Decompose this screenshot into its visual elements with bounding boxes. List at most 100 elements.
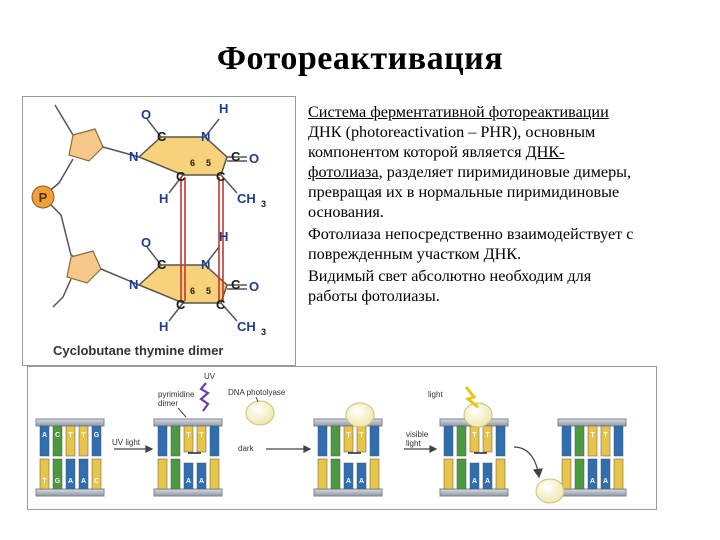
base-top [196,425,207,453]
atom-n1-top: N [201,129,210,144]
atom-n3-top: N [129,149,138,164]
atom-h-top: H [219,101,228,116]
structure-svg: P O [31,101,266,358]
base-top [587,425,598,457]
subscript-3-bottom: 3 [261,327,266,337]
base-top [356,425,367,453]
base-bottom [39,458,50,490]
atom-h2-top: H [159,191,168,206]
base-bottom [343,462,354,490]
base-letter-bottom: A [485,478,490,485]
base-top [170,425,181,457]
dna-backbone-bottom [35,488,105,497]
dna-backbone-bottom [153,488,223,497]
photolyase-active-icon [463,402,493,428]
base-top [78,425,89,457]
base-bottom [469,462,480,490]
base-bottom [183,462,194,490]
base-letter-bottom: A [199,478,204,485]
base-bottom [561,458,572,490]
photolyase-pointer-icon [255,396,259,403]
base-top [456,425,467,457]
atom-oeq-top: O [249,151,259,166]
label-uv-light: UV light [112,438,141,447]
base-bottom [209,458,220,490]
base-letter-top: T [68,432,73,439]
p1-line3-pre: компонентом которой является [308,143,526,161]
base-letter-bottom: A [359,478,364,485]
dimer-pointer-icon [177,407,187,418]
p2-line2: поврежденным участком ДНК. [308,245,522,263]
atom-o-bottom: O [141,235,151,250]
base-letter-top: T [186,432,191,439]
atom-n1-bottom: N [201,257,210,272]
description-text: Система ферментативной фотореактивации Д… [308,102,720,308]
p1-line4-post: , разделяет пиримидиновые димеры, [378,163,632,181]
base-letter-top: T [485,432,490,439]
base-top [91,425,102,457]
base-bottom [317,458,328,490]
paragraph-1: Система ферментативной фотореактивации Д… [308,102,720,222]
label-uv: UV [204,372,216,381]
atom-n3-bottom: N [129,277,138,292]
base-letter-top: T [346,432,351,439]
base-top [317,425,328,457]
dna-backbone-top [35,418,105,427]
p1-line5: превращая их в нормальные пиримидиновые [308,183,620,201]
base-bottom [157,458,168,490]
atom-o-top: O [141,107,151,122]
base-bottom [52,458,63,490]
base-letter-bottom: A [68,478,73,485]
base-top [482,425,493,453]
label-pyrimidine: pyrimidine [158,390,195,399]
base-top [495,425,506,457]
base-letter-bottom: G [55,478,61,485]
base-top [600,425,611,457]
base-letter-top: T [199,432,204,439]
dna-ladder: T A T A [153,418,223,497]
base-bottom [574,458,585,490]
p2-line1: Фотолиаза непосредственно взаимодействуе… [308,225,634,243]
base-bottom [482,462,493,490]
p3-line1: Видимый свет абсолютно необходим для [308,267,592,285]
p3-line2: работы фотолиазы. [308,287,440,305]
atom-c5-top: C [176,169,186,184]
atom-c1-top: C [157,129,167,144]
base-top [443,425,454,457]
atom-c6-bottom: C [216,297,226,312]
base-top [613,425,624,457]
atom-ch-bottom: CH [237,319,256,334]
photolyase-released-icon [535,478,565,504]
label-visible: visible [406,430,429,439]
base-letter-bottom: A [346,478,351,485]
base-letter-top: T [603,432,608,439]
base-bottom [356,462,367,490]
atom-c6-top: C [216,169,226,184]
paragraph-3: Видимый свет абсолютно необходим для раб… [308,266,720,306]
visible-light-bolt-icon [464,386,479,409]
base-letter-top: G [94,432,100,439]
base-letter-bottom: A [472,478,477,485]
structure-caption: Cyclobutane thymine dimer [53,343,223,358]
dna-backbone-top [557,418,627,427]
base-letter-bottom: A [81,478,86,485]
base-letter-bottom: A [186,478,191,485]
sugar-bottom [66,250,102,284]
atom-c5-bottom: C [176,297,186,312]
label-dark: dark [238,444,255,453]
base-bottom [456,458,467,490]
base-letter-top: T [590,432,595,439]
base-bottom [613,458,624,490]
photolyase-free-icon [245,400,275,426]
atom-oeq-bottom: O [249,279,259,294]
dna-backbone-top [153,418,223,427]
base-top [183,425,194,453]
base-letter-top: A [42,432,47,439]
atom-h-bottom: H [219,229,228,244]
base-top [343,425,354,453]
base-top [39,425,50,457]
base-top [330,425,341,457]
